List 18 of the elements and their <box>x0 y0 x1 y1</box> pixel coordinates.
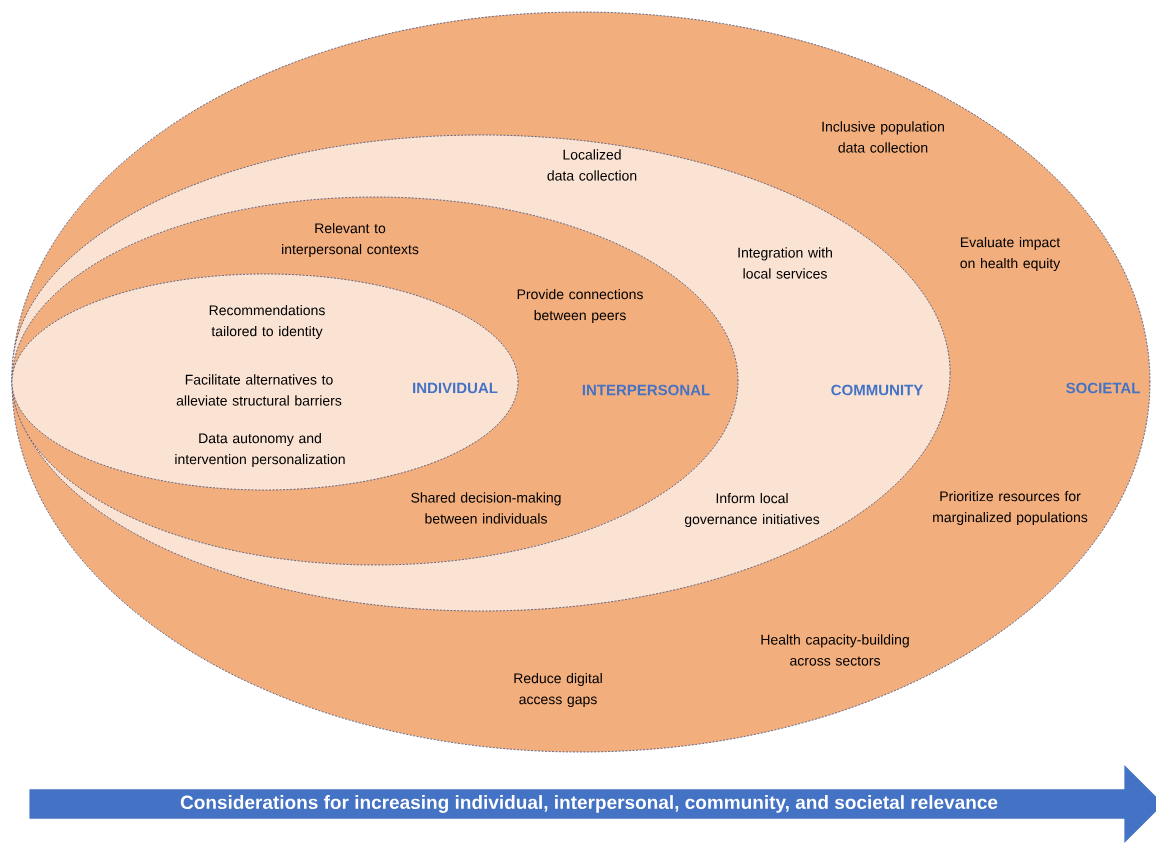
consideration-text: Recommendations tailored to identity <box>209 304 325 339</box>
consideration-text: Evaluate impact on health equity <box>960 236 1061 271</box>
consideration-text: Integration with local services <box>738 247 832 279</box>
consideration-text: Relevant to interpersonal contexts <box>282 222 419 257</box>
consideration-text: Provide connections between peers <box>517 288 643 323</box>
consideration-text: Reduce digital access gaps <box>514 672 602 707</box>
level-label: SOCIETAL <box>1066 382 1140 394</box>
level-label: COMMUNITY <box>831 384 923 396</box>
level-label: INDIVIDUAL <box>413 382 498 394</box>
consideration-text: Shared decision-making between individuals <box>411 492 561 524</box>
consideration-text: Data autonomy and intervention personalization <box>175 432 345 467</box>
consideration-text: Prioritize resources for marginalized populations <box>933 490 1088 525</box>
consideration-text: Localized data collection <box>547 149 637 181</box>
consideration-text: Inclusive population data collection <box>822 121 944 153</box>
consideration-text: Facilitate alternatives to alleviate structural barriers <box>176 374 342 406</box>
level-label: INTERPERSONAL <box>582 384 710 396</box>
consideration-text: Health capacity-building across sectors <box>761 634 909 666</box>
consideration-text: Inform local governance initiatives <box>684 492 820 527</box>
